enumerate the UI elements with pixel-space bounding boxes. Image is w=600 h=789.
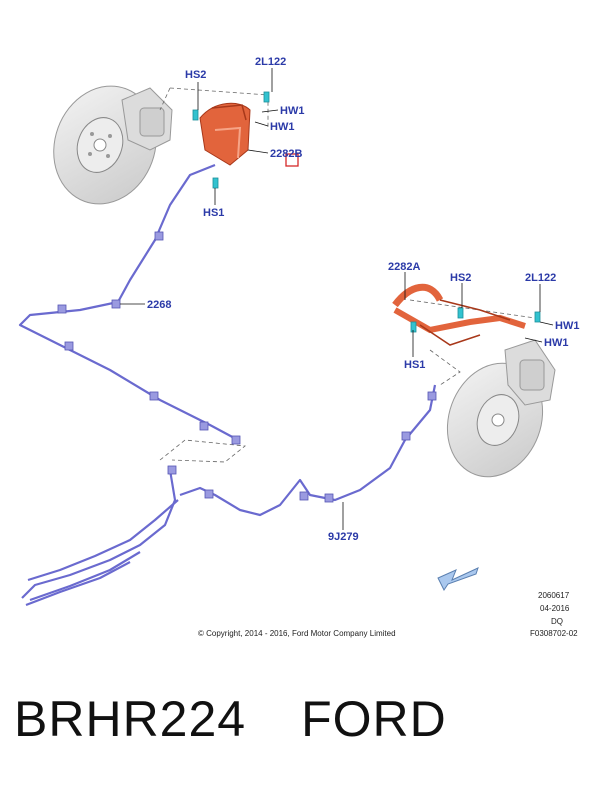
bolt-icon bbox=[534, 311, 541, 323]
callout-leaders bbox=[120, 68, 554, 530]
label-hs2-top: HS2 bbox=[185, 69, 206, 81]
label-hs1-right: HS1 bbox=[404, 359, 425, 371]
bolt-icon bbox=[410, 321, 417, 333]
caption: BRHR224 FORD bbox=[14, 690, 502, 748]
label-2268: 2268 bbox=[147, 299, 171, 311]
label-hw1-top-a: HW1 bbox=[280, 105, 304, 117]
brand-name: FORD bbox=[301, 691, 447, 747]
line-clips bbox=[57, 231, 437, 503]
bolt-icon bbox=[212, 177, 219, 189]
label-hs1-top: HS1 bbox=[203, 207, 224, 219]
front-brake-hose bbox=[199, 102, 251, 166]
figure-number: F0308702-02 bbox=[530, 629, 578, 638]
highlight-marker bbox=[285, 153, 299, 167]
direction-arrow-icon bbox=[437, 567, 479, 591]
label-2l122-right: 2L122 bbox=[525, 272, 556, 284]
label-hs2-right: HS2 bbox=[450, 272, 471, 284]
drawing-date: 04-2016 bbox=[540, 604, 570, 613]
front-brake-disc bbox=[53, 85, 173, 205]
label-2l122-top: 2L122 bbox=[255, 56, 286, 68]
label-9j279: 9J279 bbox=[328, 531, 359, 543]
brake-lines bbox=[18, 163, 437, 607]
drawing-dq: DQ bbox=[551, 617, 563, 626]
copyright-notice: © Copyright, 2014 - 2016, Ford Motor Com… bbox=[198, 629, 396, 638]
label-2282a: 2282A bbox=[388, 261, 420, 273]
label-hw1-right-b: HW1 bbox=[544, 337, 568, 349]
bolt-icon bbox=[263, 91, 270, 103]
bolt-icon bbox=[192, 109, 199, 121]
bolt-icon bbox=[457, 307, 464, 319]
drawing-code: 2060617 bbox=[538, 591, 570, 600]
label-hw1-right-a: HW1 bbox=[555, 320, 579, 332]
fastener-icons bbox=[192, 91, 541, 333]
part-number: BRHR224 bbox=[14, 691, 247, 747]
label-2282b: 2282B bbox=[270, 148, 302, 160]
rear-brake-hose bbox=[392, 283, 526, 346]
label-hw1-top-b: HW1 bbox=[270, 121, 294, 133]
rear-brake-disc bbox=[446, 339, 556, 478]
brake-line-diagram: HS2 2L122 HW1 HW1 2282B HS1 2268 2282A H… bbox=[18, 56, 579, 638]
